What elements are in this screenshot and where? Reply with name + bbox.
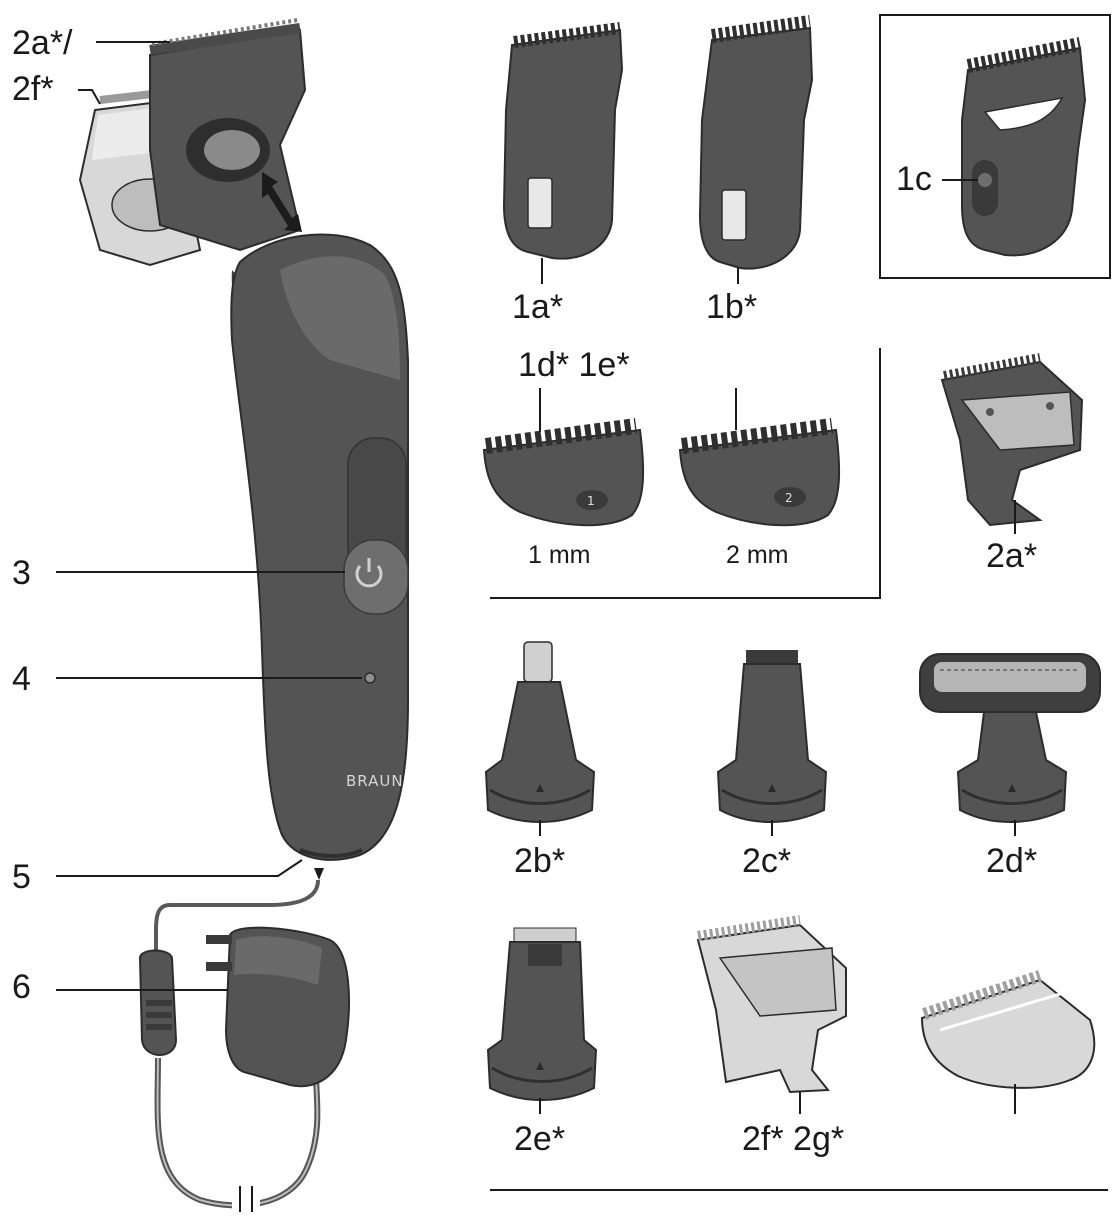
label-precision-2c: 2c* (742, 842, 791, 880)
label-power-supply: 6 (12, 968, 31, 1006)
comb-1d-number: 1 (587, 494, 595, 508)
trimmer-2f-2g-drawing (696, 915, 847, 1094)
nose-trimmer-2b-drawing (484, 641, 596, 823)
label-2f: 2f* (12, 70, 54, 108)
double-arrow-icon (262, 172, 302, 232)
label-size-2mm: 2 mm (726, 541, 789, 569)
label-size-1mm: 1 mm (528, 541, 591, 569)
detail-trimmer-2e-drawing (486, 927, 598, 1101)
comb-1a-drawing (502, 22, 624, 260)
comb-1b-drawing (698, 15, 814, 270)
label-nose-2b: 2b* (514, 842, 565, 880)
combs-1d-1e-frame (490, 348, 881, 599)
power-icon (355, 558, 383, 588)
comb-1d-drawing (482, 418, 645, 527)
label-indicator-light: 4 (12, 660, 31, 698)
label-comb-1c: 1c (896, 160, 932, 198)
trimmer-2a-drawing (940, 353, 1084, 527)
label-comb-1a: 1a* (512, 288, 563, 326)
power-supply-drawing (138, 868, 350, 1209)
comb-1e-number: 2 (785, 491, 793, 505)
leader-2f (78, 89, 101, 105)
label-combs-1d-1e: 1d* 1e* (518, 346, 630, 384)
comb-1e-drawing (678, 418, 841, 527)
brand-logo: BRAUN (346, 772, 404, 790)
label-2a-2f: 2a*/ (12, 24, 73, 62)
leader-5 (56, 859, 303, 877)
comb-1c-frame (879, 14, 1111, 279)
extra-comb-drawing (920, 970, 1096, 1089)
label-trimmer-2a: 2a* (986, 537, 1037, 575)
body-shaver-2d-drawing (919, 653, 1101, 823)
label-body-2d: 2d* (986, 842, 1037, 880)
trimmer-handle-drawing (230, 233, 409, 861)
precision-trimmer-2c-drawing (716, 650, 828, 823)
label-socket: 5 (12, 858, 31, 896)
comb-1c-drawing (961, 37, 1087, 257)
label-comb-1b: 1b* (706, 288, 757, 326)
label-trimmers-2f-2g: 2f* 2g* (742, 1120, 844, 1158)
cable-break-icon (232, 1186, 260, 1212)
label-detail-2e: 2e* (514, 1120, 565, 1158)
label-power-button: 3 (12, 554, 31, 592)
